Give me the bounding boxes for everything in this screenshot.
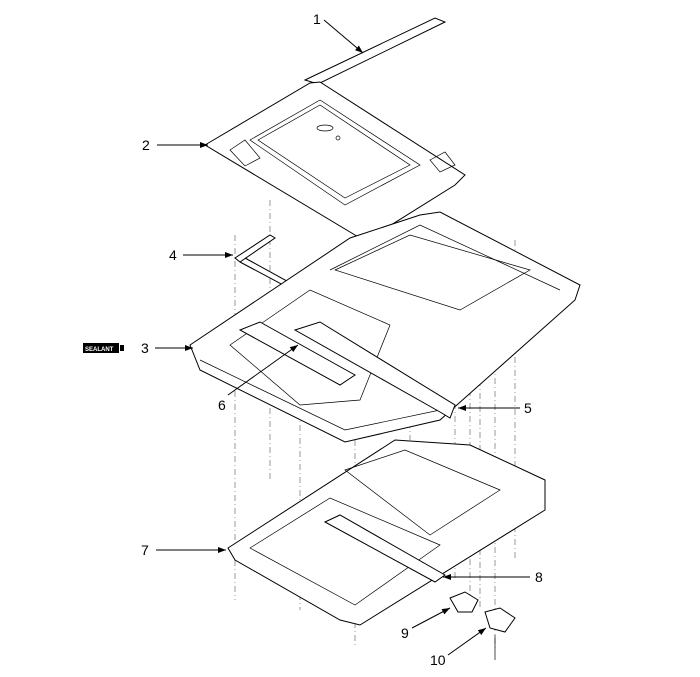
motor-bracket — [484, 607, 516, 633]
sunroof-motor — [449, 591, 479, 613]
callout-2: 2 — [142, 137, 150, 153]
callout-4: 4 — [169, 247, 177, 263]
roof-molding-strip — [303, 17, 447, 85]
callout-9: 9 — [401, 625, 409, 641]
callout-5: 5 — [524, 400, 532, 416]
callout-8: 8 — [535, 569, 543, 585]
sealant-tube-icon: SEALANT — [83, 343, 124, 353]
callout-10: 10 — [430, 652, 446, 668]
roof-frame — [189, 211, 581, 443]
callout-3: 3 — [141, 340, 149, 356]
sunroof-frame-assembly — [227, 439, 546, 626]
callout-6: 6 — [218, 397, 226, 413]
callout-1: 1 — [313, 11, 321, 27]
front-reinforcement — [238, 321, 356, 386]
callout-7: 7 — [141, 542, 149, 558]
roof-panel — [204, 81, 466, 239]
rear-reinforcement — [293, 321, 456, 419]
svg-text:SEALANT: SEALANT — [85, 347, 114, 353]
callouts: 1 2 SEALANT 3 4 5 6 7 8 9 10 — [83, 11, 543, 668]
